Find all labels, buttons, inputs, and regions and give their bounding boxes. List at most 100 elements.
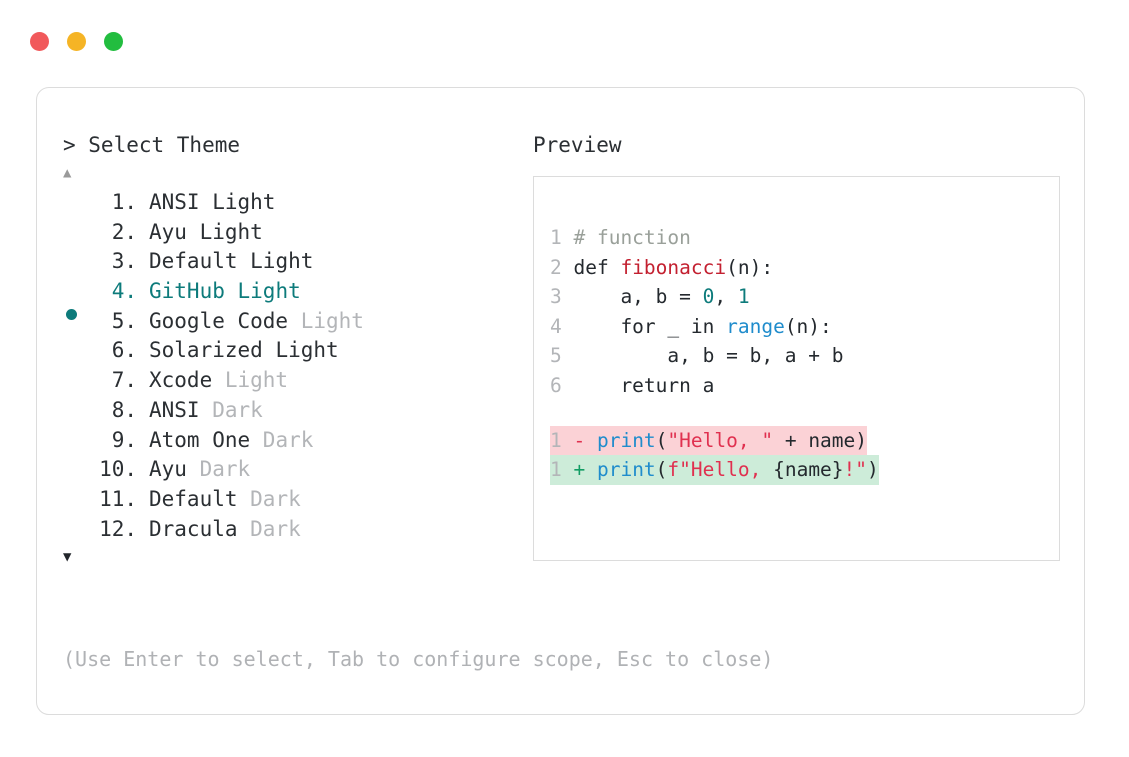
code-line-number: 3 xyxy=(550,285,574,308)
diff-line-row: 1 + print(f"Hello, {name}!") xyxy=(550,455,1059,485)
theme-list-item[interactable]: 1.ANSI Light xyxy=(63,188,533,218)
code-line: 2 def fibonacci(n): xyxy=(550,253,1059,283)
close-window-dot[interactable] xyxy=(30,32,49,51)
theme-item-number: 10. xyxy=(99,457,137,482)
theme-list-item[interactable]: 5. Google Code Light xyxy=(63,307,533,337)
code-token: for _ in xyxy=(573,314,727,338)
theme-list-item[interactable]: 9. Atom One Dark xyxy=(63,426,533,456)
theme-list-item[interactable]: 8. ANSI Dark xyxy=(63,396,533,426)
code-token: ( xyxy=(655,428,668,452)
theme-item-name: Google Code Light xyxy=(149,308,364,333)
theme-item-number: 12. xyxy=(99,516,137,541)
theme-item-number: 5. xyxy=(99,308,137,333)
theme-list-item[interactable]: 11.Default Dark xyxy=(63,485,533,515)
theme-item-name: Default Light xyxy=(149,249,314,274)
diff-minus-sign: - xyxy=(573,428,597,452)
theme-item-variant: Light xyxy=(300,308,364,333)
theme-item-name: Xcode Light xyxy=(149,368,289,393)
theme-item-variant: Light xyxy=(237,279,301,304)
scroll-up-icon[interactable]: ▲ xyxy=(63,165,72,181)
theme-item-name: ANSI Dark xyxy=(149,397,263,422)
theme-list-item[interactable]: 7.Xcode Light xyxy=(63,366,533,396)
code-token: # function xyxy=(573,226,691,249)
theme-item-variant: Light xyxy=(199,219,263,244)
code-token: "Hello, " xyxy=(667,428,774,452)
theme-list-item[interactable]: 10. Ayu Dark xyxy=(63,455,533,485)
code-line: 3 a, b = 0, 1 xyxy=(550,282,1059,312)
theme-item-name: Solarized Light xyxy=(149,338,339,363)
window-titlebar xyxy=(0,0,1129,78)
code-token: a, b = xyxy=(573,285,703,308)
code-line-number: 4 xyxy=(550,314,574,338)
code-token: print xyxy=(596,458,656,481)
theme-item-name: Ayu Dark xyxy=(149,457,251,482)
theme-item-name: Atom One Dark xyxy=(149,427,314,452)
theme-list-item[interactable]: 2. Ayu Light xyxy=(63,218,533,248)
window-controls xyxy=(30,32,123,51)
diff-line-added: 1 + print(f"Hello, {name}!") xyxy=(550,455,879,485)
code-token: fibonacci xyxy=(620,255,727,279)
selected-bullet-icon xyxy=(66,309,77,321)
theme-item-number: 3. xyxy=(99,249,137,274)
theme-item-number: 2. xyxy=(99,219,137,244)
theme-list-item[interactable]: 12. Dracula Dark xyxy=(63,515,533,545)
scroll-down-icon[interactable]: ▼ xyxy=(63,549,72,566)
theme-item-number: 11. xyxy=(99,486,137,511)
preview-label: Preview xyxy=(533,133,622,157)
code-line-number: 1 xyxy=(550,226,574,249)
theme-item-variant: Dark xyxy=(262,427,314,452)
theme-item-number: 6. xyxy=(99,338,137,363)
code-token: range xyxy=(726,314,785,338)
theme-item-number: 9. xyxy=(99,427,137,452)
code-token: (n): xyxy=(784,314,832,338)
theme-item-name: Ayu Light xyxy=(149,219,263,244)
theme-list-item[interactable]: 6. Solarized Light xyxy=(63,336,533,366)
minimize-window-dot[interactable] xyxy=(67,32,86,51)
theme-item-variant: Light xyxy=(275,338,339,363)
diff-line-removed: 1 - print("Hello, " + name) xyxy=(550,425,868,455)
theme-item-variant: Dark xyxy=(212,397,263,422)
code-token: return a xyxy=(573,373,715,397)
theme-item-number: 1. xyxy=(99,190,137,214)
diff-plus-sign: + xyxy=(573,458,597,481)
code-token: , xyxy=(714,285,738,308)
code-line: 4 for _ in range(n): xyxy=(550,312,1059,342)
theme-item-variant: Light xyxy=(250,249,314,274)
code-token: 0 xyxy=(702,285,715,308)
theme-item-name: Dracula Dark xyxy=(149,516,301,541)
code-token: ) xyxy=(867,458,879,481)
code-line-number: 6 xyxy=(550,373,574,397)
code-line-number: 5 xyxy=(550,344,574,367)
diff-block: 1 - print("Hello, " + name)1 + print(f"H… xyxy=(550,425,1059,485)
diff-line-number: 1 xyxy=(550,428,574,452)
code-token: def xyxy=(573,255,621,279)
code-token: print xyxy=(596,428,656,452)
code-token: !" xyxy=(843,458,868,481)
code-line: 1 # function xyxy=(550,223,1059,253)
code-token: ( xyxy=(655,458,668,481)
theme-item-variant: Dark xyxy=(250,486,301,511)
code-token: (n): xyxy=(726,255,774,279)
theme-item-variant: Light xyxy=(212,190,276,214)
theme-item-variant: Dark xyxy=(250,516,301,541)
theme-list-item[interactable]: 4.GitHub Light xyxy=(63,277,533,321)
theme-item-variant: Light xyxy=(224,368,289,393)
code-token: f"Hello, xyxy=(667,458,774,481)
select-theme-prompt: > Select Theme xyxy=(63,133,241,157)
theme-item-number: 4. xyxy=(99,279,137,304)
theme-item-number: 8. xyxy=(99,397,137,422)
code-token: 1 xyxy=(737,285,750,308)
code-line-number: 2 xyxy=(550,255,574,279)
code-line: 6 return a xyxy=(550,371,1059,401)
diff-line-number: 1 xyxy=(550,458,574,481)
theme-list-item[interactable]: 3. Default Light xyxy=(63,247,533,277)
diff-line-row: 1 - print("Hello, " + name) xyxy=(550,425,1059,455)
code-token: + name) xyxy=(773,428,868,452)
theme-selector-card: > Select Theme ▲ 1.ANSI Light 2. Ayu Ligh… xyxy=(36,87,1085,715)
theme-list: 1.ANSI Light 2. Ayu Light 3. Default Light… xyxy=(63,188,533,544)
maximize-window-dot[interactable] xyxy=(104,32,123,51)
code-token: {name} xyxy=(773,458,844,481)
